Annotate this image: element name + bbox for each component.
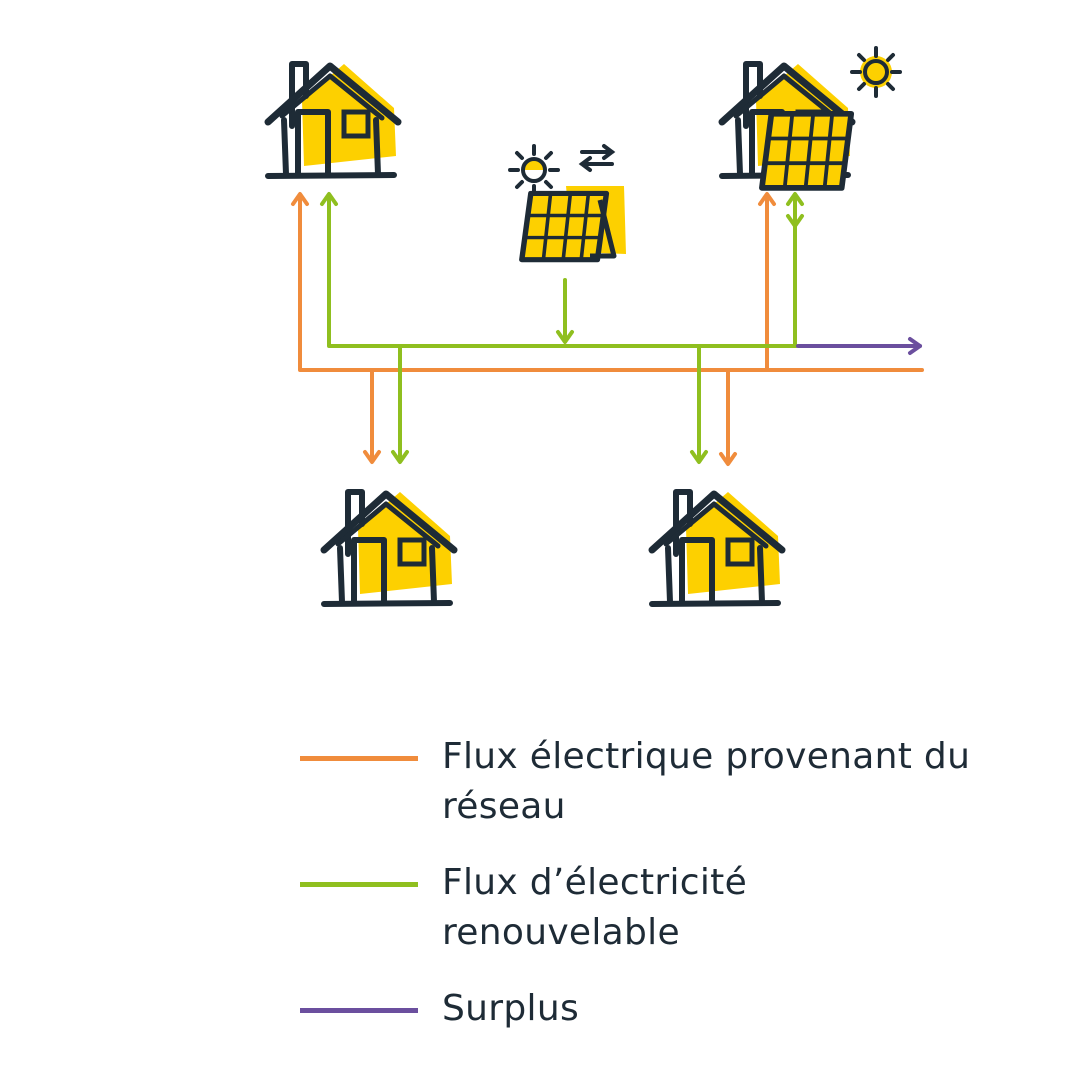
legend-label-renewable: Flux d’électricité renouvelable — [442, 862, 748, 953]
legend-item-surplus: Surplus — [300, 984, 1040, 1034]
legend: Flux électrique provenant du réseau Flux… — [300, 732, 1040, 1034]
house-icon — [268, 64, 398, 176]
legend-item-renewable: Flux d’électricité renouvelable — [300, 858, 1040, 958]
solar-panel-icon — [508, 144, 626, 260]
surplus-flow-line — [796, 337, 922, 355]
house-with-solar-panel-icon — [722, 46, 902, 188]
house-icon — [324, 492, 454, 604]
renewable-flow-lines — [320, 192, 804, 464]
house-icon — [652, 492, 782, 604]
legend-label-surplus: Surplus — [442, 988, 579, 1029]
legend-swatch-grid — [300, 756, 418, 761]
legend-swatch-surplus — [300, 1008, 418, 1013]
legend-item-grid: Flux électrique provenant du réseau — [300, 732, 1040, 832]
legend-swatch-renewable — [300, 882, 418, 887]
legend-label-grid: Flux électrique provenant du réseau — [442, 736, 971, 827]
grid-flow-lines — [291, 192, 924, 466]
